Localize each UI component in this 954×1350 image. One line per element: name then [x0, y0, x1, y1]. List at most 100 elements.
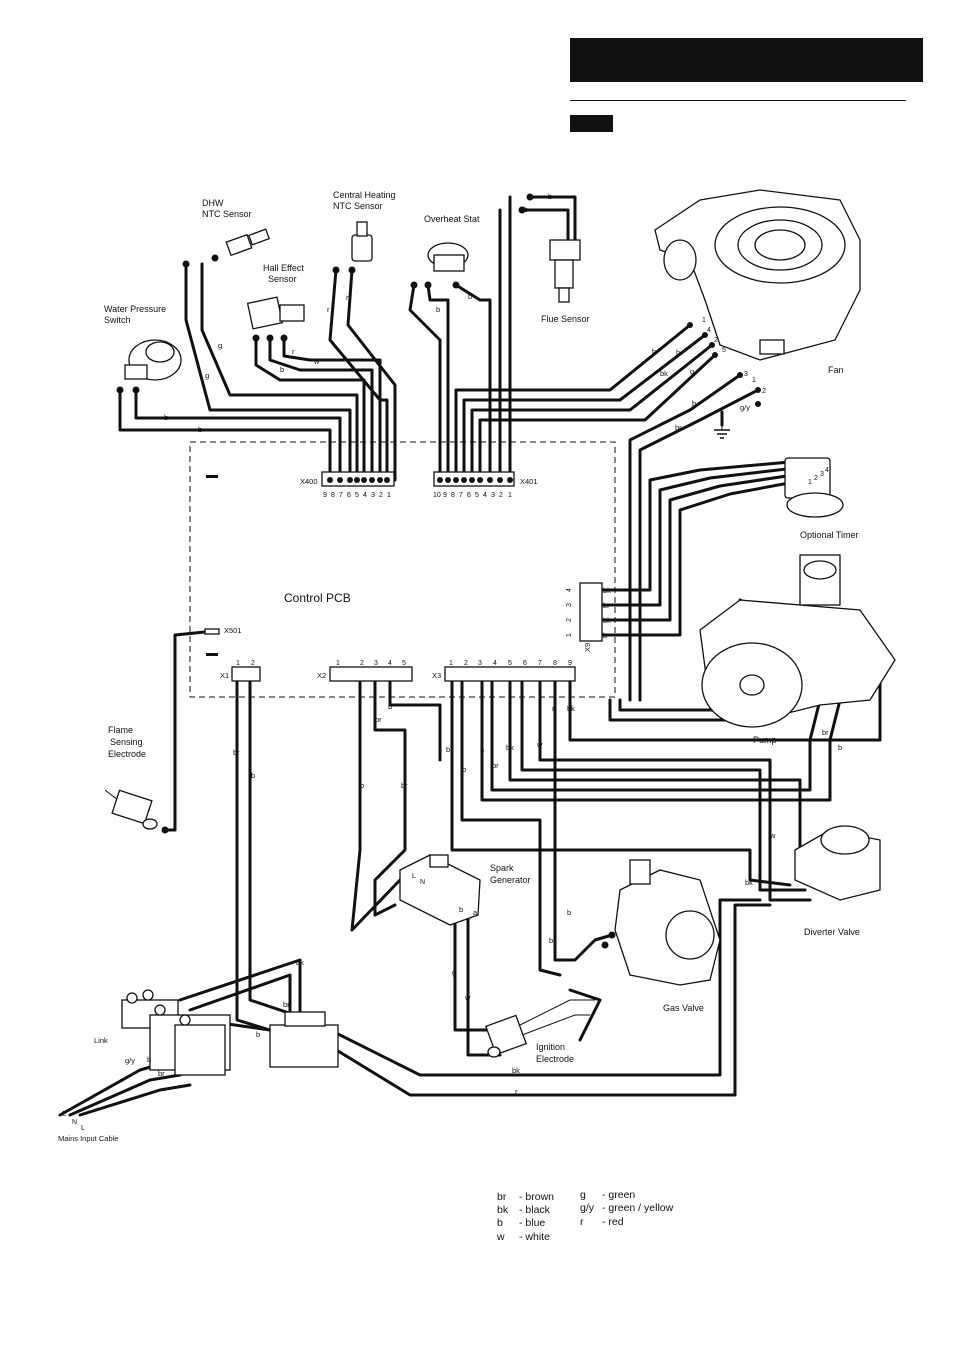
header-rule [570, 100, 906, 101]
wire-code-labels: b b g g r w b r r b b b b br b bk g b g/… [125, 192, 842, 1096]
wc-pump-br: br [822, 728, 829, 737]
wc-mains-bk: bk [296, 958, 304, 967]
wc-hall-r: r [292, 347, 295, 356]
wc-x3-b2: b [480, 746, 484, 755]
dhw-sensor-label-line1: DHW [202, 198, 224, 208]
legend-code-6: r [580, 1216, 584, 1228]
wc-dhw-g2: g [218, 341, 222, 350]
legend-code-0: br [497, 1191, 507, 1203]
wps-label-line1: Water Pressure [104, 304, 166, 314]
spark-generator-icon [399, 854, 481, 926]
legend-meaning-2: - blue [519, 1217, 545, 1229]
ch-sensor-label-line1: Central Heating [333, 190, 396, 200]
dhw-sensor-label-line2: NTC Sensor [202, 209, 252, 219]
x1-pin-1: 1 [236, 660, 240, 667]
diverter-valve-label: Diverter Valve [804, 927, 860, 937]
fan-pin-1: 1 [702, 317, 706, 324]
x401-pin-8: 8 [451, 492, 455, 499]
wc-ohs-b1: b [436, 305, 440, 314]
wc-ign-a: a [473, 908, 478, 917]
pcb-mark-2 [206, 653, 218, 656]
x9-pin-2: 2 [566, 618, 573, 622]
wc-x9-bk2: bk [603, 616, 611, 625]
x401-pin-5: 5 [475, 492, 479, 499]
x401-pin-2: 2 [499, 492, 503, 499]
x1-pin-2: 2 [251, 660, 255, 667]
dhw-sensor-icon [225, 228, 271, 257]
wc-x2-br2: br [401, 781, 408, 790]
legend-meaning-3: - white [519, 1231, 550, 1243]
mains-pin-N: N [72, 1119, 77, 1126]
x401-pin-10: 10 [433, 492, 441, 499]
timer-pin-4: 4 [825, 467, 829, 474]
wc-ch-r2: r [346, 293, 349, 302]
x9-pin-4: 4 [566, 588, 573, 592]
wc-div-bk: bk [745, 878, 753, 887]
timer-pin-1: 1 [808, 479, 812, 486]
x400-pin-3: 3 [371, 492, 375, 499]
wc-flue-b1: b [548, 192, 552, 201]
fan-pin-5: 5 [722, 347, 726, 354]
wc-x2-b: b [388, 702, 392, 711]
legend-code-2: b [497, 1217, 503, 1229]
header-bar [570, 38, 923, 82]
legend-code-1: bk [497, 1204, 509, 1216]
x400-pin-4: 4 [363, 492, 367, 499]
fan-label: Fan [828, 365, 844, 375]
mains-pin-E: E [62, 1111, 67, 1118]
flame-label-line2: Sensing [110, 737, 143, 747]
wc-fan-gy: g/y [740, 403, 750, 412]
wc-ch-r1: r [327, 305, 330, 314]
x401-pin-6: 6 [467, 492, 471, 499]
hall-effect-label-line1: Hall Effect [263, 263, 304, 273]
x400-pin-9: 9 [323, 492, 327, 499]
wc-x3-br2: br [492, 761, 499, 770]
wc-fan-bk: bk [660, 369, 668, 378]
x2-label: X2 [317, 671, 326, 680]
gas-valve-icon [614, 859, 721, 986]
optional-timer-label: Optional Timer [800, 530, 859, 540]
ignition-electrode-icon [485, 999, 595, 1058]
wc-ign-w: w [464, 993, 471, 1002]
wc-flue-b2: b [524, 205, 528, 214]
x401-pin-3: 3 [491, 492, 495, 499]
wc-mains-b: b [256, 1030, 260, 1039]
wc-x3-bk: bk [506, 743, 514, 752]
wc-fan-br: br [652, 347, 659, 356]
pump-label: Pump [753, 735, 777, 745]
ignition-label-line1: Ignition [536, 1042, 565, 1052]
x9-label: X9 [583, 643, 592, 652]
x401-pin-7: 7 [459, 492, 463, 499]
wc-x3-br: br [446, 745, 453, 754]
wc-hall-w: w [313, 357, 320, 366]
flame-label-line1: Flame [108, 725, 133, 735]
x1-connector [231, 666, 261, 682]
wc-ign-g: g [452, 968, 456, 977]
wps-label-line2: Switch [104, 315, 131, 325]
x2-pin-3: 3 [374, 660, 378, 667]
x401-pin-1: 1 [508, 492, 512, 499]
legend-meaning-0: - brown [519, 1191, 554, 1203]
ch-sensor-label-line2: NTC Sensor [333, 201, 383, 211]
flue-sensor-icon [549, 239, 581, 303]
x3-pin-4: 4 [493, 660, 497, 667]
x9-connector [579, 582, 603, 642]
hall-effect-label-line2: Sensor [268, 274, 297, 284]
spark-pin-L: L [412, 873, 416, 880]
wc-div-r: r [758, 855, 761, 864]
wc-gv-b: b [567, 908, 571, 917]
wc-pump-b: b [838, 743, 842, 752]
legend-meaning-5: - green / yellow [602, 1202, 674, 1214]
fan_earth-pin-1: 1 [752, 377, 756, 384]
wc-x3-r2: r [552, 704, 555, 713]
wc-fan-br2: br [675, 423, 682, 432]
link-label: Link [94, 1036, 108, 1045]
